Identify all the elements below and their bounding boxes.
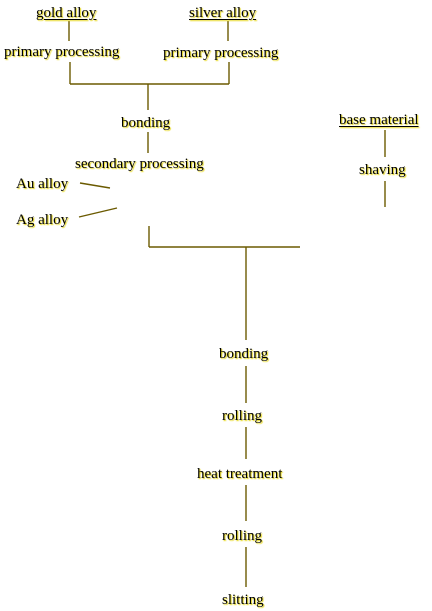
label-bonding-top: bonding (121, 115, 171, 131)
label-silver-alloy: silver alloy (189, 5, 257, 21)
label-rolling-second: rolling (222, 528, 262, 544)
label-ag-alloy: Ag alloy (16, 212, 69, 228)
label-bonding-bottom: bonding (219, 346, 269, 362)
label-primary-processing-left: primary processing (4, 44, 120, 60)
label-au-alloy: Au alloy (16, 176, 69, 192)
label-slitting: slitting (222, 592, 264, 608)
leader-ag-alloy (78, 207, 118, 218)
label-base-material: base material (339, 112, 419, 128)
label-heat-treatment: heat treatment (197, 466, 283, 482)
label-gold-alloy: gold alloy (36, 5, 97, 21)
label-shaving: shaving (359, 162, 406, 178)
label-rolling-first: rolling (222, 408, 262, 424)
label-primary-processing-right: primary processing (163, 45, 279, 61)
leader-au-alloy (79, 182, 111, 189)
label-secondary-processing: secondary processing (75, 156, 204, 172)
